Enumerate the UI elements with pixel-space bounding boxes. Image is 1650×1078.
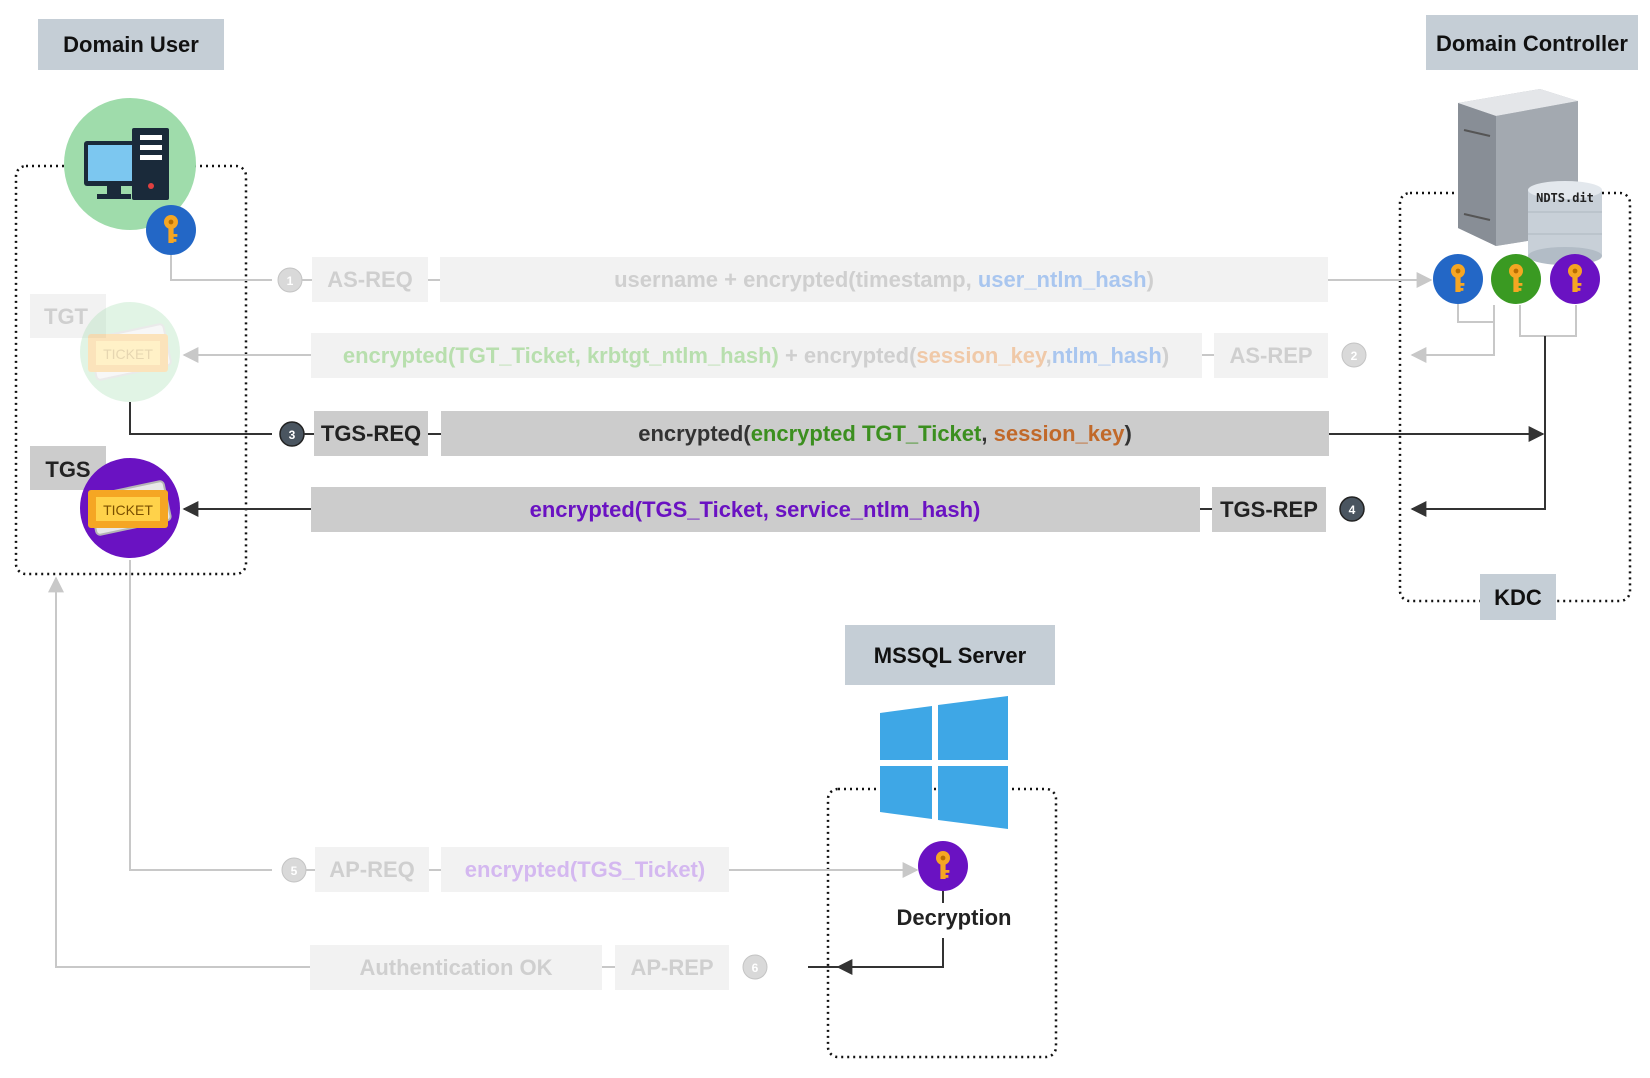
kdc-key-blue-icon [1433,254,1483,304]
domain-user-label: Domain User [63,32,199,57]
decryption-label: Decryption [897,905,1012,930]
tgs-ticket-icon: TICKET [80,458,180,558]
ap-rep-label: AP-REP [630,955,713,980]
svg-text:TICKET: TICKET [103,346,153,362]
step-3-tgs-req: 3 TGS-REQ encrypted(encrypted TGT_Ticket… [129,402,1545,456]
domain-controller-label: Domain Controller [1436,31,1628,56]
step-2-number: 2 [1351,349,1358,363]
step-2-as-rep: 2 AS-REP encrypted(TGT_Ticket, krbtgt_nt… [182,304,1577,378]
tgs-req-payload: encrypted(encrypted TGT_Ticket, session_… [638,421,1132,446]
as-req-payload: username + encrypted(timestamp, user_ntl… [614,267,1154,292]
step-1-as-req: 1 AS-REQ username + encrypted(timestamp,… [170,255,1433,302]
as-rep-payload: encrypted(TGT_Ticket, krbtgt_ntlm_hash) … [343,343,1169,368]
kdc-key-green-icon [1491,254,1541,304]
step-6-number: 6 [752,961,759,975]
svg-text:TICKET: TICKET [103,502,153,518]
mssql-key-icon [918,841,968,891]
tgt-ticket-icon: TICKET [80,302,180,402]
ntds-label: NDTS.dit [1536,191,1594,205]
step-6-ap-rep: 6 AP-REP Authentication OK [48,576,944,990]
ap-rep-payload: Authentication OK [359,955,552,980]
step-5-number: 5 [291,864,298,878]
tgt-label: TGT [44,304,89,329]
as-rep-label: AS-REP [1229,343,1312,368]
tgs-req-label: TGS-REQ [321,421,421,446]
step-1-number: 1 [287,274,294,288]
kdc-key-purple-icon [1550,254,1600,304]
kdc-label: KDC [1494,585,1542,610]
step-5-ap-req: 5 AP-REQ encrypted(TGS_Ticket) [129,560,919,892]
computer-icon [64,98,196,230]
tgs-rep-label: TGS-REP [1220,497,1318,522]
as-req-label: AS-REQ [327,267,413,292]
mssql-server-label: MSSQL Server [874,643,1027,668]
database-icon: NDTS.dit [1528,181,1602,265]
ap-req-label: AP-REQ [329,857,415,882]
step-4-number: 4 [1349,503,1356,517]
windows-logo-icon [880,696,1008,829]
tgs-rep-payload: encrypted(TGS_Ticket, service_ntlm_hash) [530,497,981,522]
user-key-icon [146,205,196,255]
ap-req-payload: encrypted(TGS_Ticket) [465,857,705,882]
step-4-tgs-rep: 4 TGS-REP encrypted(TGS_Ticket, service_… [182,336,1546,532]
tgs-label: TGS [45,457,90,482]
step-3-number: 3 [289,428,296,442]
